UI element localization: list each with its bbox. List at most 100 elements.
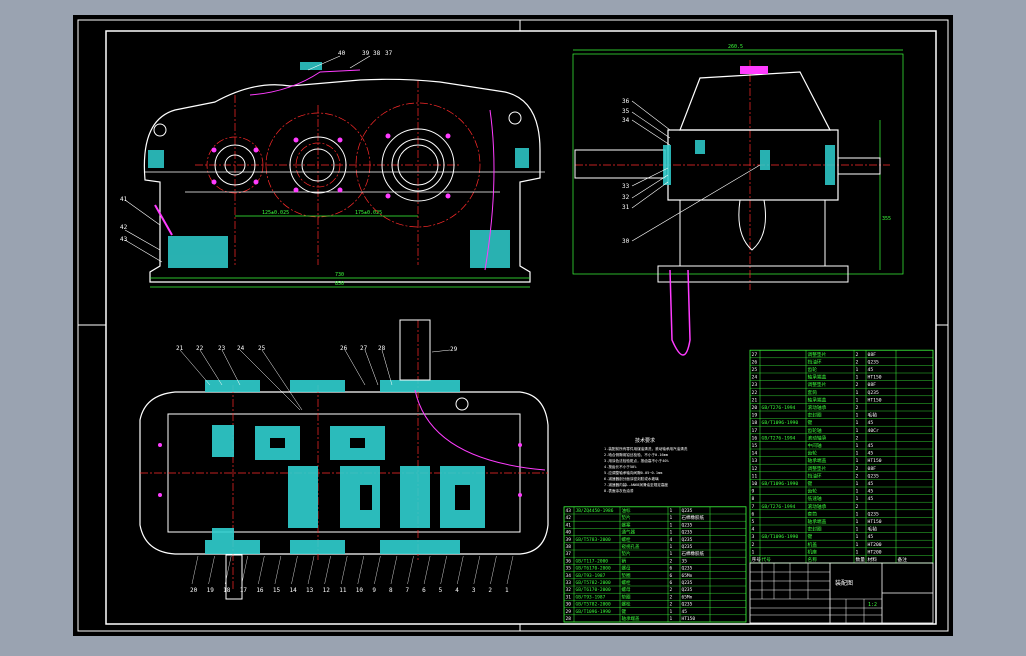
- parts-cell: 2: [856, 466, 859, 472]
- parts-cell: 油标: [622, 507, 631, 514]
- balloon-34: 34: [622, 117, 630, 124]
- balloon-21: 21: [176, 345, 184, 352]
- parts-cell: 名称: [808, 556, 818, 563]
- parts-cell: GB/T93-1987: [576, 594, 606, 600]
- parts-cell: 1: [670, 616, 673, 622]
- parts-cell: 轴承端盖: [808, 457, 827, 464]
- parts-cell: 1: [856, 397, 859, 403]
- parts-cell: 键: [622, 608, 627, 615]
- parts-cell: 螺栓: [622, 601, 631, 608]
- parts-cell: Q235: [868, 390, 879, 396]
- parts-cell: 27: [752, 352, 758, 358]
- parts-cell: 22: [752, 390, 758, 396]
- parts-cell: 8: [752, 496, 755, 502]
- parts-cell: 1: [856, 420, 859, 426]
- parts-cell: 调整垫片: [808, 465, 827, 472]
- parts-cell: 1: [856, 367, 859, 373]
- parts-cell: 45: [868, 496, 874, 502]
- parts-cell: 21: [752, 397, 758, 403]
- parts-cell: 29: [566, 609, 572, 615]
- parts-cell: 1: [856, 390, 859, 396]
- parts-cell: 窥视孔盖: [622, 543, 640, 550]
- parts-cell: HT150: [868, 397, 882, 403]
- frame-center-marks: [78, 20, 948, 631]
- parts-cell: 垫圈: [622, 572, 631, 579]
- parts-cell: 1: [670, 551, 673, 557]
- parts-cell: 35: [682, 558, 688, 564]
- parts-cell: 2: [856, 473, 859, 479]
- parts-cell: 1: [856, 496, 859, 502]
- balloon-42: 42: [120, 224, 128, 231]
- parts-cell: 挡油环: [808, 472, 822, 479]
- notes-title: 技术要求: [635, 437, 655, 444]
- parts-cell: 23: [752, 382, 758, 388]
- parts-cell: 键: [808, 480, 813, 487]
- parts-cell: GB/T276-1994: [762, 435, 796, 441]
- parts-cell: 17: [752, 428, 758, 434]
- parts-cell: 4: [670, 537, 673, 543]
- parts-cell: 33: [566, 580, 572, 586]
- balloon-10: 10: [356, 587, 364, 594]
- parts-cell: 套筒: [808, 389, 818, 396]
- parts-cell: 31: [566, 594, 572, 600]
- parts-cell: 2: [670, 587, 673, 593]
- balloon-16: 16: [256, 587, 264, 594]
- note-line: 7.减速器内装L-AN68润滑油至规定高度: [604, 482, 668, 487]
- parts-cell: 42: [566, 515, 572, 521]
- parts-cell: 螺栓: [622, 579, 631, 586]
- parts-cell: 37: [566, 551, 572, 557]
- parts-cell: 滚动轴承: [808, 404, 827, 411]
- parts-cell: 机盖: [808, 541, 818, 548]
- parts-cell: 1: [856, 451, 859, 457]
- title-block-name: 装配图: [835, 579, 853, 587]
- front-dim-center-1: 125±0.025: [262, 210, 289, 216]
- parts-cell: GB/T5782-2000: [576, 602, 612, 608]
- parts-cell: Q235: [868, 359, 879, 365]
- parts-cell: 垫圈: [622, 593, 631, 600]
- parts-cell: 45: [682, 609, 688, 615]
- parts-cell: 45: [868, 481, 874, 487]
- note-line: 6.减速器剖分面涂密封胶或水玻璃: [604, 476, 659, 481]
- parts-cell: 螺母: [622, 565, 631, 572]
- parts-cell: 垫片: [622, 550, 631, 557]
- parts-cell: 35: [566, 566, 572, 572]
- parts-cell: 2: [670, 602, 673, 608]
- parts-cell: 垫片: [622, 514, 631, 521]
- note-line: 1.装配前所有零件用煤油清洗，滚动轴承用汽油清洗: [604, 446, 688, 451]
- balloon-26: 26: [340, 345, 348, 352]
- balloon-29: 29: [450, 346, 458, 353]
- parts-cell: 40: [566, 530, 572, 536]
- parts-cell: 石棉橡胶纸: [682, 550, 705, 557]
- parts-cell: HT150: [682, 616, 696, 622]
- parts-cell: Q235: [682, 580, 693, 586]
- parts-cell: 齿轮: [808, 488, 818, 495]
- parts-cell: HT150: [868, 458, 882, 464]
- balloon-8: 8: [389, 587, 393, 594]
- parts-cell: 键: [808, 419, 813, 426]
- parts-cell: GB/T5782-2000: [576, 580, 612, 586]
- parts-cell: 1: [856, 527, 859, 533]
- parts-cell: 密封圈: [808, 526, 822, 533]
- parts-cell: GB/T1096-1990: [576, 609, 612, 615]
- parts-cell: 2: [856, 359, 859, 365]
- parts-cell: 1: [856, 519, 859, 525]
- balloon-14: 14: [289, 587, 297, 594]
- parts-cell: 16: [752, 435, 758, 441]
- parts-cell: 2: [752, 542, 755, 548]
- title-block: [749, 562, 934, 624]
- balloon-43: 43: [120, 236, 128, 243]
- balloon-17: 17: [240, 587, 248, 594]
- parts-cell: 调整垫片: [808, 381, 827, 388]
- parts-cell: 39: [566, 537, 572, 543]
- parts-cell: 30: [566, 602, 572, 608]
- parts-cell: Q235: [682, 602, 693, 608]
- parts-cell: 10: [752, 481, 758, 487]
- parts-cell: GB/T1096-1990: [762, 420, 799, 426]
- parts-cell: 1: [670, 515, 673, 521]
- parts-cell: 挡油环: [808, 358, 822, 365]
- parts-cell: 齿轮: [808, 366, 818, 373]
- side-dim-height: 355: [882, 216, 891, 222]
- parts-cell: 通气器: [622, 529, 636, 536]
